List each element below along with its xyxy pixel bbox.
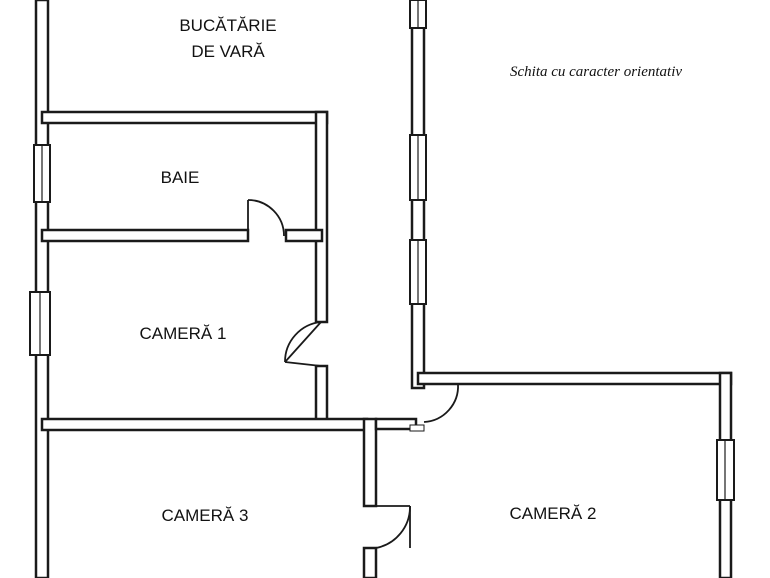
door-room1 [284,321,322,367]
door-hall-stub [409,424,425,432]
wall-bathroom-bottom-right [284,228,324,243]
room-label-bathroom: BAIE [160,168,200,187]
wall-bathroom-right [314,110,329,324]
room-label-summer-kitchen: BUCĂTĂRIE DE VARĂ [163,13,293,65]
wall-hall-stub [374,417,418,431]
wall-room3-right-lower [362,546,378,578]
door-room2 [423,383,459,423]
wall-room1-bottom [40,417,369,432]
room-label-summer-kitchen-line2: DE VARĂ [191,42,265,61]
disclaimer-note: Schita cu caracter orientativ [510,64,683,80]
wall-bathroom-bottom-left [40,228,250,243]
wall-left-exterior [34,0,50,578]
wall-room1-right-lower [314,364,329,428]
wall-room2-top [416,371,733,386]
wall-room3-right-upper [362,417,378,508]
wall-bathroom-top [40,110,329,125]
room-label-summer-kitchen-line1: BUCĂTĂRIE [179,16,277,35]
door-bathroom [247,199,285,237]
room-label-room2: CAMERĂ 2 [509,504,597,523]
door-room3 [375,505,411,549]
room-label-room1: CAMERĂ 1 [139,324,227,343]
room-label-room3: CAMERĂ 3 [161,506,249,525]
